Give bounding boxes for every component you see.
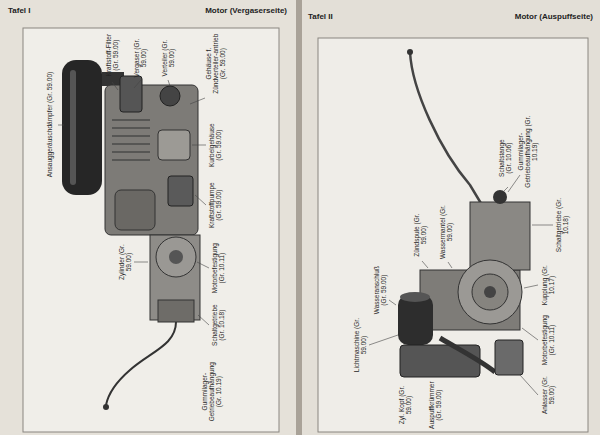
part-label: Zündspule (Gr. 59.00) xyxy=(413,213,427,258)
part-label: Motorbefestigung (Gr. 10.11) xyxy=(211,241,225,296)
part-label: Kupplung (Gr. 10.17) xyxy=(541,263,555,308)
part-label: Gummilager-Getriebeaufhängung (Gr. 10.19… xyxy=(517,116,538,188)
part-label: Auspuffkrümmer (Gr. 59.00) xyxy=(428,379,442,431)
part-label: Gehäuse f. Zündverteiler-antrieb (Gr. 59… xyxy=(205,34,226,94)
part-label: Zyl. Kopf (Gr. 59.00) xyxy=(398,385,412,425)
plate-number: Tafel I xyxy=(8,6,31,15)
part-label: Motorbefestigung (Gr. 10.11) xyxy=(541,313,555,368)
part-label: Wassermantel (Gr. 59.00) xyxy=(439,205,453,260)
plate-number: Tafel II xyxy=(308,12,333,21)
part-label: Kurbelgehäuse (Gr. 59.00) xyxy=(208,118,222,173)
part-label: Vergaser (Gr. 59.00) xyxy=(133,38,147,78)
part-label: Kraftstoff-Filter (Gr. 59.00) xyxy=(105,30,119,80)
part-label: Schaltgetriebe (Gr. 10.18) xyxy=(555,198,569,253)
plate-title: Motor (Vergaserseite) xyxy=(205,6,287,15)
part-label: Anlasser (Gr. 59.00) xyxy=(541,375,555,415)
part-label: Kraftstoffpumpe (Gr. 59.00) xyxy=(208,178,222,233)
part-label: Gummilager-Getriebeaufhängung (Gr. 10.19… xyxy=(201,358,222,426)
plate-title: Motor (Auspuffseite) xyxy=(515,12,593,21)
part-label: Wasseranschluß (Gr. 59.00) xyxy=(373,263,387,318)
part-label: Schaltgetriebe (Gr. 10.18) xyxy=(211,300,225,350)
part-label: Schaltstange (Gr. 10.06) xyxy=(498,133,512,183)
part-label: Lichtmaschine (Gr. 59.00) xyxy=(353,318,367,373)
part-label: Zylinder (Gr. 59.00) xyxy=(118,240,132,285)
part-label: Ansauggeräuschdämpfer (Gr. 59.00) xyxy=(46,55,53,195)
part-label: Verteiler (Gr. 59.00) xyxy=(161,38,175,78)
